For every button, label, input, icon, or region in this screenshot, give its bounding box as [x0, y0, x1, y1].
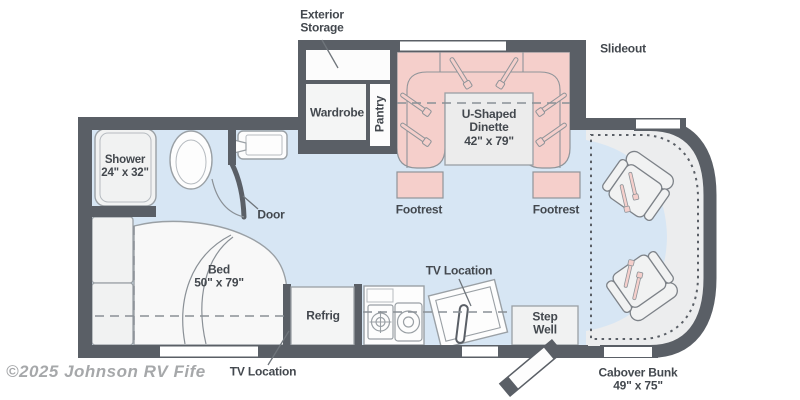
- cabover-bunk-name: Cabover Bunk: [598, 365, 678, 380]
- shower-name: Shower: [104, 154, 146, 167]
- bed-label: Bed 50" x 79": [182, 262, 256, 291]
- bed-name: Bed: [207, 262, 231, 277]
- cabover-bunk-dims: 49" x 75": [613, 379, 663, 393]
- bedroom: [91, 216, 288, 346]
- storage-block: [298, 40, 397, 154]
- tv-location-bedroom-label: TV Location: [229, 364, 297, 379]
- dinette-dims: 42" x 79": [464, 133, 514, 148]
- exterior-storage-box: [306, 50, 390, 80]
- footrest-right-label: Footrest: [532, 202, 580, 217]
- sofa-cushion: [91, 216, 134, 284]
- shower-divider-wall: [78, 206, 156, 217]
- dinette-label: U-Shaped Dinette 42" x 79": [446, 106, 532, 148]
- bed-dims: 50" x 79": [194, 276, 244, 290]
- footrest-right-box: [532, 171, 581, 199]
- cabover-bunk-outline: [590, 134, 699, 340]
- kitchen: [283, 278, 579, 350]
- u-shaped-dinette: [396, 51, 581, 199]
- wall-openings: [160, 41, 680, 357]
- leader-lines: [242, 39, 472, 366]
- footrest-left-label: Footrest: [395, 202, 443, 217]
- wardrobe-label: Wardrobe: [310, 105, 364, 120]
- pantry-box: [370, 84, 390, 146]
- cab: [590, 134, 699, 340]
- bathroom-door-swing: [211, 178, 245, 218]
- bathroom-wall-stub: [228, 129, 236, 165]
- step-well-label: Step Well: [532, 309, 558, 337]
- door-label: Door: [257, 207, 285, 222]
- dinette-name: U-Shaped Dinette: [461, 106, 517, 135]
- step-well-box: [511, 305, 579, 346]
- footrest-left-box: [396, 171, 444, 199]
- slideout-label: Slideout: [600, 41, 646, 56]
- shower-dims: 24" x 32": [101, 167, 149, 179]
- tv-mount-arm: [455, 304, 469, 344]
- exterior-storage-label: Exterior Storage: [300, 7, 344, 35]
- centerlines: [95, 102, 570, 344]
- kitchen-sink-icon: [396, 310, 421, 334]
- refrigerator-label: Refrig: [306, 308, 340, 323]
- tv-location-kitchen-label: TV Location: [425, 263, 493, 278]
- cab-nose-wall: [600, 118, 717, 358]
- entry-step: [498, 338, 564, 398]
- shower-label: Shower 24" x 32": [89, 154, 161, 180]
- stove-burner-icon: [369, 311, 392, 333]
- bathroom-door-panel: [229, 161, 247, 220]
- refrigerator-box: [290, 286, 355, 346]
- pantry-label: Pantry: [372, 95, 387, 133]
- dealer-watermark: ©2025 Johnson RV Fife: [6, 362, 206, 381]
- dinette-table: [444, 92, 534, 166]
- cabover-bunk-label: Cabover Bunk 49" x 75": [578, 365, 698, 394]
- wardrobe-box: [306, 84, 366, 140]
- sofa-cushion: [91, 282, 134, 346]
